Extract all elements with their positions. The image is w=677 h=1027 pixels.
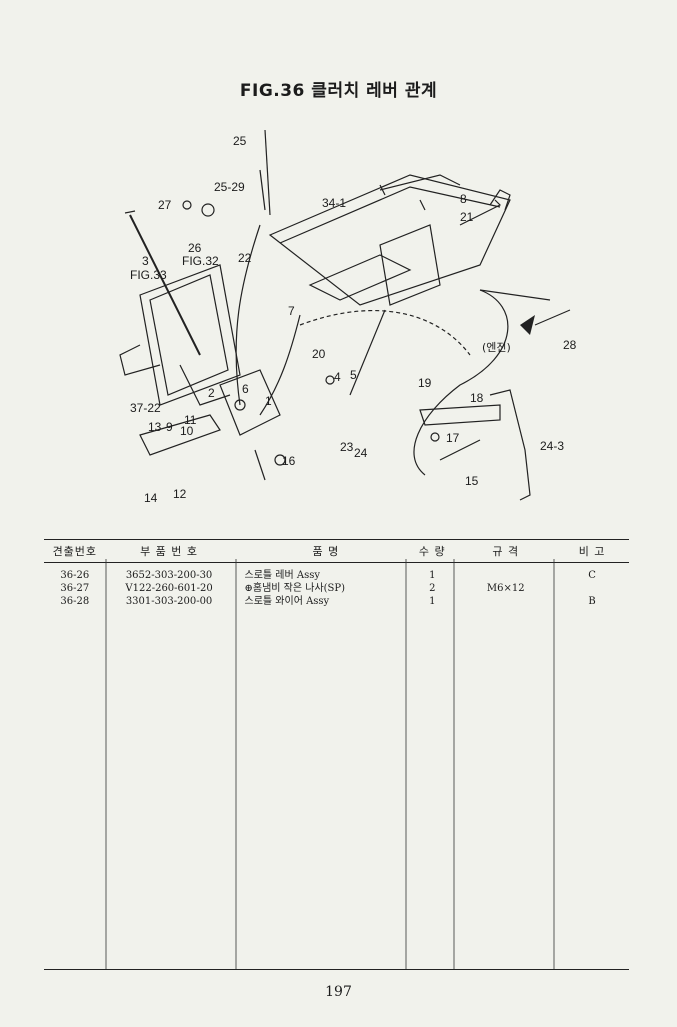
header-index-no: 견출번호 bbox=[44, 539, 106, 563]
row-part-name: 스로틀 와이어 Assy bbox=[244, 596, 330, 607]
row-quantity: 1 bbox=[429, 596, 436, 607]
callout-26: 26 bbox=[188, 241, 202, 255]
row-index-no: 36-27 bbox=[60, 583, 90, 594]
engine-label: (엔진) bbox=[482, 341, 511, 354]
callout-2: 2 bbox=[208, 386, 215, 400]
table-row: 36-26 3652-303-200-30 스로틀 레버 Assy 1 C bbox=[44, 569, 629, 582]
callout-28: 28 bbox=[563, 338, 577, 352]
header-spec: 규 격 bbox=[456, 539, 556, 563]
page-number: 197 bbox=[325, 984, 352, 1000]
header-part-name: 품 명 bbox=[232, 539, 409, 563]
callout-37-22: 37-22 bbox=[130, 401, 161, 415]
parts-diagram: 25 25-29 27 8 21 34-1 3 26 FIG.32 22 FIG… bbox=[119, 129, 577, 505]
callout-15: 15 bbox=[465, 474, 479, 488]
table-column-dividers bbox=[105, 559, 555, 969]
callout-6: 6 bbox=[242, 382, 249, 396]
callout-12: 12 bbox=[173, 487, 187, 501]
table-row: 36-28 3301-303-200-00 스로틀 와이어 Assy 1 B bbox=[44, 595, 629, 608]
callout-3: 3 bbox=[142, 254, 149, 268]
callout-1: 1 bbox=[265, 394, 272, 408]
parts-table: 견출번호 부 품 번 호 품 명 수 량 규 격 비 고 36-26 3652-… bbox=[44, 539, 629, 608]
callout-17: 17 bbox=[446, 431, 460, 445]
row-index-no: 36-26 bbox=[60, 570, 90, 581]
header-remarks: 비 고 bbox=[555, 539, 629, 563]
row-part-name: ⊕홈냄비 작은 나사(SP) bbox=[244, 583, 346, 594]
callout-9: 9 bbox=[166, 420, 173, 434]
callout-20: 20 bbox=[312, 347, 326, 361]
row-index-no: 36-28 bbox=[60, 596, 90, 607]
row-remarks bbox=[555, 582, 629, 595]
callout-23: 23 bbox=[340, 440, 354, 454]
row-spec bbox=[456, 569, 555, 582]
header-quantity: 수 량 bbox=[408, 539, 457, 563]
callout-fig32: FIG.32 bbox=[182, 254, 219, 268]
row-part-no: V122-260-601-20 bbox=[125, 583, 213, 594]
callout-5: 5 bbox=[350, 368, 357, 382]
callout-4: 4 bbox=[334, 370, 341, 384]
row-quantity: 1 bbox=[429, 570, 436, 581]
row-spec bbox=[456, 595, 555, 608]
callout-21: 21 bbox=[460, 210, 474, 224]
callout-27: 27 bbox=[158, 198, 172, 212]
row-part-name: 스로틀 레버 Assy bbox=[244, 570, 321, 581]
row-part-no: 3652-303-200-30 bbox=[125, 570, 213, 581]
callout-13: 13 bbox=[148, 420, 162, 434]
callout-fig33: FIG.33 bbox=[130, 268, 167, 282]
table-header-row: 견출번호 부 품 번 호 품 명 수 량 규 격 비 고 bbox=[44, 539, 629, 563]
table-row: 36-27 V122-260-601-20 ⊕홈냄비 작은 나사(SP) 2 M… bbox=[44, 582, 629, 595]
callout-16: 16 bbox=[282, 454, 296, 468]
callout-24: 24 bbox=[354, 446, 368, 460]
callout-24-3: 24-3 bbox=[540, 439, 564, 453]
callout-8: 8 bbox=[460, 192, 467, 206]
row-remarks: B bbox=[588, 596, 596, 607]
row-part-no: 3301-303-200-00 bbox=[125, 596, 213, 607]
callout-11: 11 bbox=[184, 413, 197, 427]
figure-title: FIG.36 클러치 레버 관계 bbox=[239, 81, 438, 101]
table-bottom-rule bbox=[44, 969, 629, 970]
callout-25: 25 bbox=[233, 134, 247, 148]
callout-7: 7 bbox=[288, 304, 295, 318]
callout-25-29: 25-29 bbox=[214, 180, 245, 194]
callout-34-1: 34-1 bbox=[322, 196, 346, 210]
header-part-no: 부 품 번 호 bbox=[105, 539, 233, 563]
callout-10: 10 bbox=[180, 424, 194, 438]
callout-18: 18 bbox=[470, 391, 484, 405]
callout-14: 14 bbox=[144, 491, 158, 505]
callout-19: 19 bbox=[418, 376, 432, 390]
callout-22: 22 bbox=[238, 251, 252, 265]
row-remarks: C bbox=[588, 570, 596, 581]
row-quantity: 2 bbox=[429, 583, 436, 594]
row-spec: M6×12 bbox=[486, 583, 525, 594]
